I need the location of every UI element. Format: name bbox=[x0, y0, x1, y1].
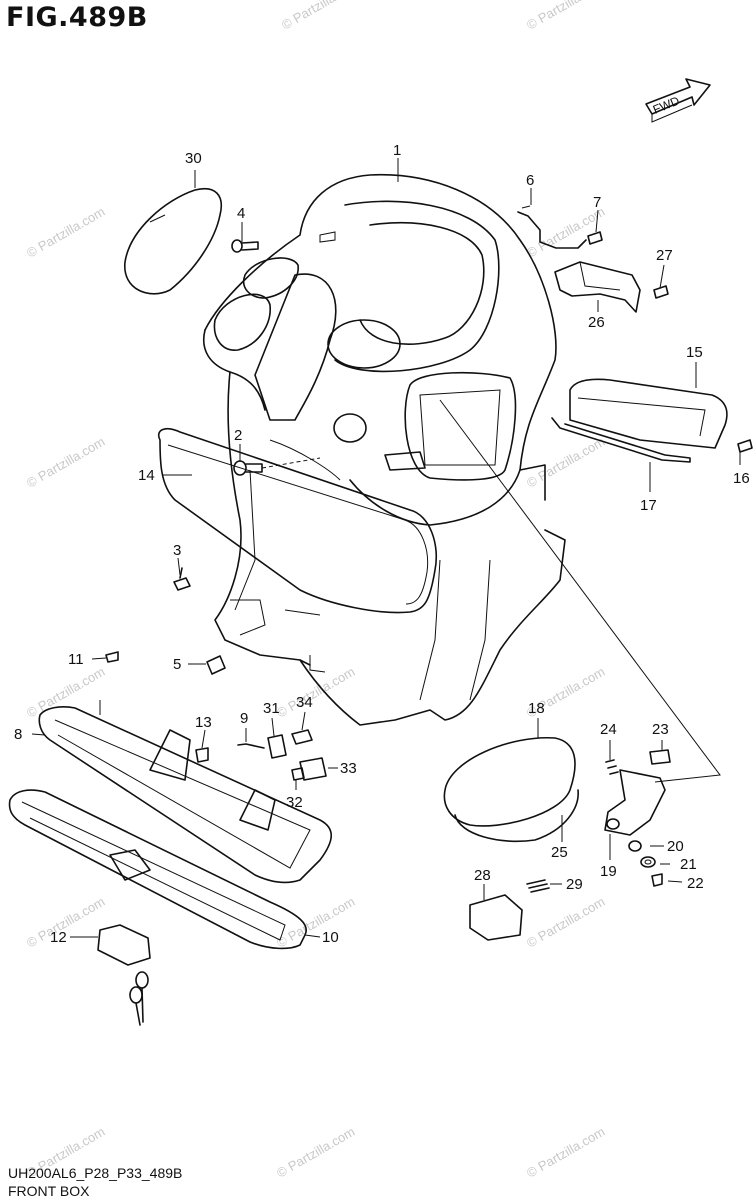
fwd-arrow-icon: FWD bbox=[645, 78, 711, 123]
callout-8: 8 bbox=[14, 726, 22, 743]
callout-25: 25 bbox=[551, 844, 568, 861]
figure-title: FIG.489B bbox=[6, 2, 148, 33]
callout-24: 24 bbox=[600, 721, 617, 738]
callout-27: 27 bbox=[656, 247, 673, 264]
callout-23: 23 bbox=[652, 721, 669, 738]
figure-code: UH200AL6_P28_P33_489B bbox=[8, 1165, 183, 1181]
part-17-seal bbox=[551, 417, 691, 463]
callout-22: 22 bbox=[687, 875, 704, 892]
watermark: © Partzilla.com bbox=[524, 434, 607, 491]
callout-17: 17 bbox=[640, 497, 657, 514]
part-13-screw bbox=[195, 747, 209, 763]
callout-20: 20 bbox=[667, 838, 684, 855]
part-9-screw bbox=[237, 743, 265, 749]
part-22-screw bbox=[651, 873, 663, 887]
callout-7: 7 bbox=[593, 194, 601, 211]
part-2-screw bbox=[233, 457, 321, 476]
part-14-seal bbox=[158, 428, 437, 614]
box-body bbox=[214, 371, 566, 726]
part-23-block bbox=[649, 749, 671, 765]
callout-16: 16 bbox=[733, 470, 750, 487]
watermark: © Partzilla.com bbox=[524, 204, 607, 261]
part-26-bracket bbox=[554, 261, 641, 313]
callout-19: 19 bbox=[600, 863, 617, 880]
part-20-nut bbox=[628, 840, 642, 852]
part-4-screw bbox=[231, 239, 259, 253]
part-30-lid bbox=[124, 188, 222, 295]
callout-28: 28 bbox=[474, 867, 491, 884]
callout-5: 5 bbox=[173, 656, 181, 673]
callout-26: 26 bbox=[588, 314, 605, 331]
leader-lines bbox=[31, 158, 741, 938]
callout-32: 32 bbox=[286, 794, 303, 811]
watermark: © Partzilla.com bbox=[274, 894, 357, 951]
part-16-screw bbox=[737, 439, 753, 453]
part-5-clip bbox=[206, 655, 226, 675]
callout-29: 29 bbox=[566, 876, 583, 893]
part-21-washer bbox=[640, 856, 656, 868]
watermark-layer: © Partzilla.com © Partzilla.com © Partzi… bbox=[24, 0, 607, 1181]
watermark: © Partzilla.com bbox=[524, 894, 607, 951]
callout-layer: 1 2 3 4 5 6 7 8 9 10 11 12 13 14 15 16 1… bbox=[14, 142, 750, 946]
part-18-lid bbox=[443, 737, 576, 827]
part-31-nut bbox=[267, 734, 287, 759]
callout-31: 31 bbox=[263, 700, 280, 717]
callout-33: 33 bbox=[340, 760, 357, 777]
part-15-box bbox=[569, 378, 728, 449]
callout-11: 11 bbox=[68, 651, 84, 668]
watermark: © Partzilla.com bbox=[24, 664, 107, 721]
watermark: © Partzilla.com bbox=[279, 0, 362, 33]
callout-12: 12 bbox=[50, 929, 67, 946]
part-29-spring bbox=[526, 879, 550, 893]
part-24-spring bbox=[605, 759, 619, 775]
part-32-clip bbox=[291, 767, 305, 781]
figure-name: FRONT BOX bbox=[8, 1183, 90, 1199]
callout-3: 3 bbox=[173, 542, 181, 559]
watermark: © Partzilla.com bbox=[274, 1124, 357, 1181]
callout-21: 21 bbox=[680, 856, 697, 873]
callout-13: 13 bbox=[195, 714, 212, 731]
part-6-wire bbox=[517, 205, 587, 249]
callout-6: 6 bbox=[526, 172, 534, 189]
callout-30: 30 bbox=[185, 150, 202, 167]
watermark: © Partzilla.com bbox=[24, 434, 107, 491]
callout-10: 10 bbox=[322, 929, 339, 946]
part-19-latch bbox=[604, 769, 666, 836]
part-11-screw bbox=[105, 651, 119, 663]
part-3-bolt bbox=[173, 567, 191, 591]
callout-14: 14 bbox=[138, 467, 155, 484]
fwd-label: FWD bbox=[651, 93, 682, 116]
watermark: © Partzilla.com bbox=[524, 0, 607, 33]
part-10-frame bbox=[8, 789, 307, 950]
leader-line bbox=[439, 399, 721, 783]
callout-15: 15 bbox=[686, 344, 703, 361]
part-27-bolt bbox=[653, 285, 669, 299]
watermark: © Partzilla.com bbox=[24, 204, 107, 261]
part-34-pad bbox=[291, 729, 313, 745]
watermark: © Partzilla.com bbox=[524, 1124, 607, 1181]
callout-4: 4 bbox=[237, 205, 245, 222]
callout-18: 18 bbox=[528, 700, 545, 717]
part-25-gasket bbox=[454, 789, 579, 843]
callout-9: 9 bbox=[240, 710, 248, 727]
callout-2: 2 bbox=[234, 427, 242, 444]
callout-34: 34 bbox=[296, 694, 313, 711]
part-28-handle bbox=[469, 894, 523, 941]
part-7-screw bbox=[587, 231, 603, 245]
part-12-lock bbox=[97, 924, 151, 1026]
callout-1: 1 bbox=[393, 142, 401, 159]
